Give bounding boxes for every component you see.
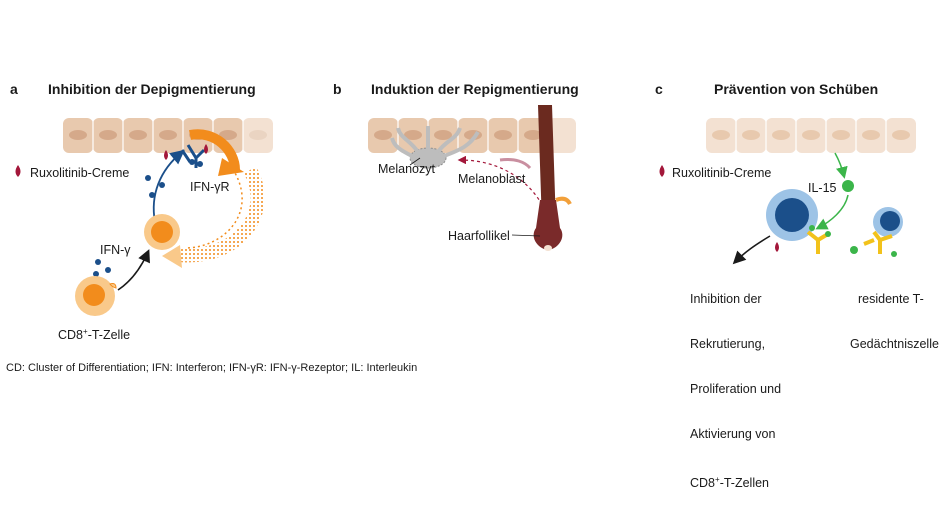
panel-c-cream-label: Ruxolitinib-Creme [672, 166, 772, 180]
melanoblast-label: Melanoblast [458, 172, 526, 186]
panel-c-skin-layer [706, 118, 916, 153]
panel-a-title: Inhibition der Depigmentierung [48, 81, 256, 97]
ruxolitinib-drop-icon [164, 150, 168, 160]
panel-a-cream-label: Ruxolitinib-Creme [30, 166, 130, 180]
cd8-t-cell-label: CD8+-T-Zelle [58, 327, 131, 343]
ruxolitinib-cream-drop-icon [15, 165, 21, 177]
il15-receptor-icon [806, 230, 830, 254]
panel-a-skin-layer [63, 118, 273, 153]
panel-c-title: Prävention von Schüben [714, 81, 879, 97]
dotted-cytotoxic-arc [179, 166, 265, 263]
ruxolitinib-drop-icon [204, 144, 208, 154]
il15-label: IL-15 [808, 181, 837, 195]
panel-a-letter: a [10, 81, 18, 97]
il15-molecule [842, 180, 854, 192]
ifn-gamma-receptor-label: IFN-γR [190, 180, 230, 194]
panel-b-letter: b [333, 81, 342, 97]
ruxolitinib-drop-icon [775, 242, 779, 252]
panel-b-title: Induktion der Repigmentierung [371, 81, 579, 97]
resident-memory-t-cell-label: residente T- Gedächtniszelle [850, 292, 939, 351]
inhibition-description: Inhibition der Rekrutierung, Proliferati… [690, 292, 782, 491]
ifn-gamma-molecule-dots [93, 175, 165, 277]
diagram-canvas [15, 105, 916, 316]
hair-follicle-label: Haarfollikel [448, 229, 510, 243]
ruxolitinib-cream-drop-icon [659, 165, 665, 177]
melanocyte-cell [390, 126, 480, 169]
ifn-gamma-label: IFN-γ [100, 243, 131, 257]
hair-follicle [533, 105, 572, 251]
melanocyte-label: Melanozyt [378, 162, 435, 176]
abbreviations-footnote: CD: Cluster of Differentiation; IFN: Int… [6, 362, 418, 374]
panel-c-letter: c [655, 81, 663, 97]
depigmentation-arrow [189, 129, 240, 171]
